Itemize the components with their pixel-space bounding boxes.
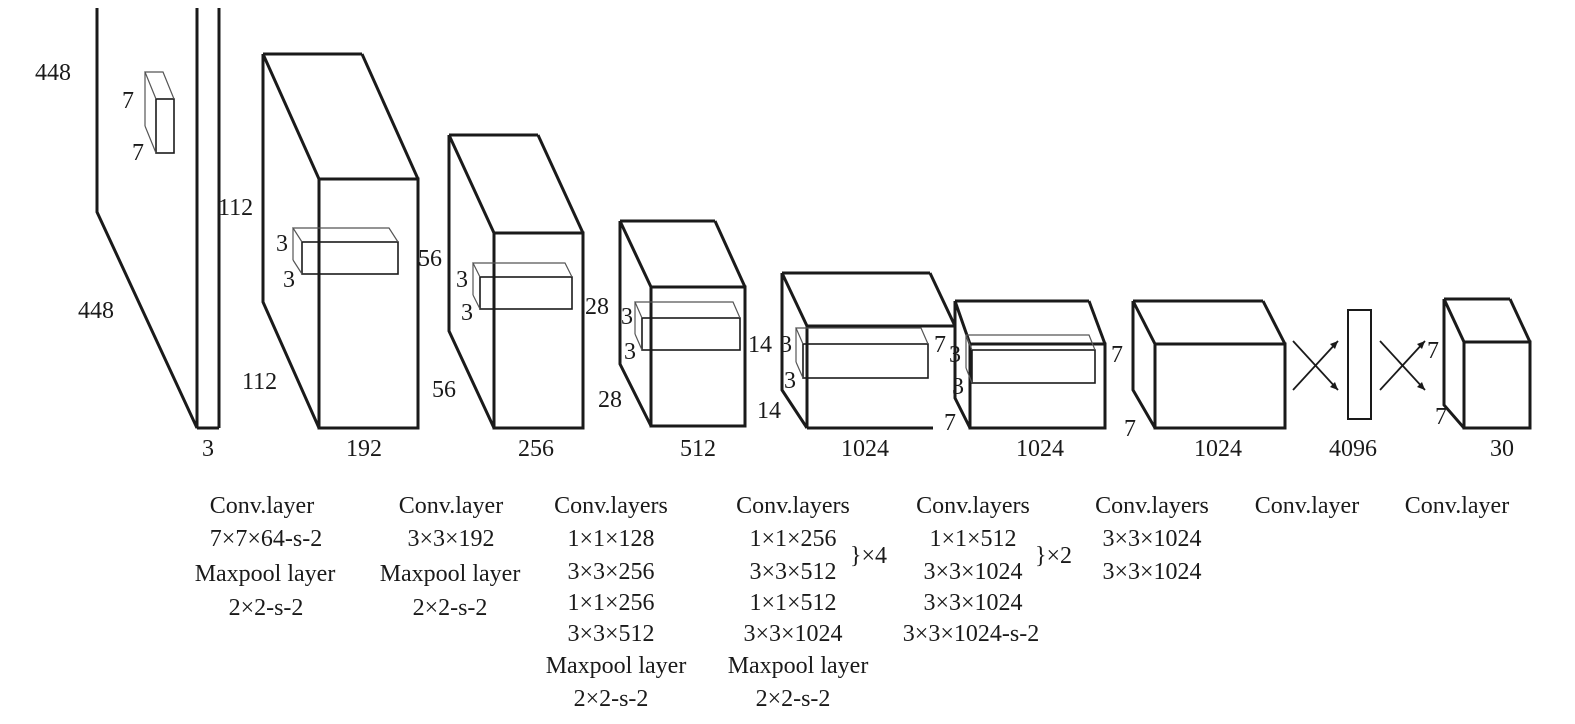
- caption-3-line-4: 1×1×256: [567, 590, 654, 616]
- caption-5-repeat: }×2: [1035, 543, 1072, 569]
- caption-column-5: Conv.layers 1×1×512 3×3×1024 3×3×1024 3×…: [903, 493, 1072, 647]
- block-5-channels: 1024: [1016, 436, 1064, 462]
- input-kernel-h-label: 7: [122, 88, 134, 114]
- caption-3-line-3: 3×3×256: [567, 559, 654, 585]
- caption-5-line-3: 3×3×1024: [923, 559, 1022, 585]
- caption-4-line-3: 3×3×512: [749, 559, 836, 585]
- input-kernel-w-label: 7: [132, 140, 144, 166]
- caption-3-line-6: Maxpool layer: [546, 653, 687, 679]
- block-2-kernel-h: 3: [456, 267, 468, 293]
- caption-6-line-1: Conv.layers: [1095, 493, 1209, 519]
- caption-1-line-3: Maxpool layer: [195, 561, 336, 587]
- input-kernel: [144, 71, 175, 154]
- input-width-label: 448: [78, 298, 114, 324]
- caption-1-line-2: 7×7×64-s-2: [210, 526, 322, 552]
- block-5-size-bottom: 7: [944, 410, 956, 436]
- caption-3-line-1: Conv.layers: [554, 493, 668, 519]
- caption-5-line-4: 3×3×1024: [923, 590, 1022, 616]
- block-1-channels: 192: [346, 436, 382, 462]
- input-volume: 448 448 3 7 7: [35, 8, 221, 462]
- block-4-channels: 1024: [841, 436, 889, 462]
- block-2-channels: 256: [518, 436, 554, 462]
- input-height-label: 448: [35, 60, 71, 86]
- caption-4-line-5: 3×3×1024: [743, 621, 842, 647]
- caption-3-line-2: 1×1×128: [567, 526, 654, 552]
- output-volume: 7 7 30: [1427, 297, 1532, 462]
- caption-column-8: Conv.layer: [1405, 493, 1509, 519]
- caption-column-1: Conv.layer 7×7×64-s-2 Maxpool layer 2×2-…: [195, 493, 336, 621]
- fc-layer: 4096: [1329, 309, 1377, 462]
- block-5-kernel: [965, 334, 1096, 384]
- block-5-kernel-w: 3: [952, 374, 964, 400]
- block-2-size-top: 56: [418, 246, 442, 272]
- caption-4-line-4: 1×1×512: [749, 590, 836, 616]
- block-3-size-top: 28: [585, 294, 609, 320]
- block-3-kernel: [634, 301, 741, 351]
- block-4-size-top: 14: [748, 332, 772, 358]
- input-channels-label: 3: [202, 436, 214, 462]
- caption-5-line-1: Conv.layers: [916, 493, 1030, 519]
- block-2-size-bottom: 56: [432, 377, 456, 403]
- caption-4-line-6: Maxpool layer: [728, 653, 869, 679]
- feature-block-4: 14 14 3 3 7 1024: [748, 271, 957, 462]
- caption-3-line-5: 3×3×512: [567, 621, 654, 647]
- block-3-kernel-h: 3: [621, 304, 633, 330]
- caption-6-line-3: 3×3×1024: [1102, 559, 1201, 585]
- block-1-kernel-h: 3: [276, 231, 288, 257]
- block-2-kernel: [472, 262, 573, 310]
- caption-2-line-1: Conv.layer: [399, 493, 503, 519]
- output-channels: 30: [1490, 436, 1514, 462]
- caption-7-line-1: Conv.layer: [1255, 493, 1359, 519]
- caption-4-repeat: }×4: [850, 543, 887, 569]
- output-size-bottom: 7: [1435, 404, 1447, 430]
- fc-channels: 4096: [1329, 436, 1377, 462]
- caption-2-line-2: 3×3×192: [407, 526, 494, 552]
- caption-2-line-4: 2×2-s-2: [413, 595, 488, 621]
- block-3-channels: 512: [680, 436, 716, 462]
- caption-column-3: Conv.layers 1×1×128 3×3×256 1×1×256 3×3×…: [546, 493, 687, 712]
- block-4-kernel-h: 3: [780, 332, 792, 358]
- connection-arrows-2: [1379, 340, 1426, 391]
- caption-8-line-1: Conv.layer: [1405, 493, 1509, 519]
- block-4-kernel-depth: 7: [934, 332, 946, 358]
- block-1-kernel-w: 3: [283, 267, 295, 293]
- caption-column-7: Conv.layer: [1255, 493, 1359, 519]
- caption-4-line-2: 1×1×256: [749, 526, 836, 552]
- caption-1-line-1: Conv.layer: [210, 493, 314, 519]
- block-6-size-bottom: 7: [1124, 416, 1136, 442]
- caption-column-4: Conv.layers 1×1×256 3×3×512 1×1×512 3×3×…: [728, 493, 887, 712]
- feature-block-3: 28 28 3 3 512: [585, 219, 747, 462]
- caption-4-line-7: 2×2-s-2: [756, 686, 831, 712]
- block-5-kernel-h: 3: [949, 342, 961, 368]
- caption-column-2: Conv.layer 3×3×192 Maxpool layer 2×2-s-2: [380, 493, 521, 621]
- block-3-size-bottom: 28: [598, 387, 622, 413]
- caption-column-6: Conv.layers 3×3×1024 3×3×1024: [1095, 493, 1209, 585]
- feature-block-6: 7 1024: [1124, 299, 1287, 462]
- connection-arrows-1: [1292, 340, 1339, 391]
- block-4-kernel: [795, 327, 929, 379]
- caption-2-line-3: Maxpool layer: [380, 561, 521, 587]
- block-2-kernel-w: 3: [461, 300, 473, 326]
- block-1-kernel: [291, 227, 399, 275]
- block-3-kernel-w: 3: [624, 339, 636, 365]
- block-4-size-bottom: 14: [757, 398, 781, 424]
- feature-block-5: 3 3 7 7 1024: [944, 299, 1123, 462]
- caption-1-line-4: 2×2-s-2: [229, 595, 304, 621]
- caption-6-line-2: 3×3×1024: [1102, 526, 1201, 552]
- feature-block-2: 56 56 3 3 256: [418, 133, 585, 462]
- caption-4-line-1: Conv.layers: [736, 493, 850, 519]
- block-1-size-top: 112: [218, 195, 253, 221]
- block-1-size-bottom: 112: [242, 369, 277, 395]
- block-4-kernel-w: 3: [784, 368, 796, 394]
- caption-3-line-7: 2×2-s-2: [574, 686, 649, 712]
- output-size-top: 7: [1427, 338, 1439, 364]
- block-5-size-top: 7: [1111, 342, 1123, 368]
- caption-5-line-5: 3×3×1024-s-2: [903, 621, 1039, 647]
- block-6-channels: 1024: [1194, 436, 1242, 462]
- feature-block-1: 112 112 3 3 192: [218, 52, 420, 462]
- caption-5-line-2: 1×1×512: [929, 526, 1016, 552]
